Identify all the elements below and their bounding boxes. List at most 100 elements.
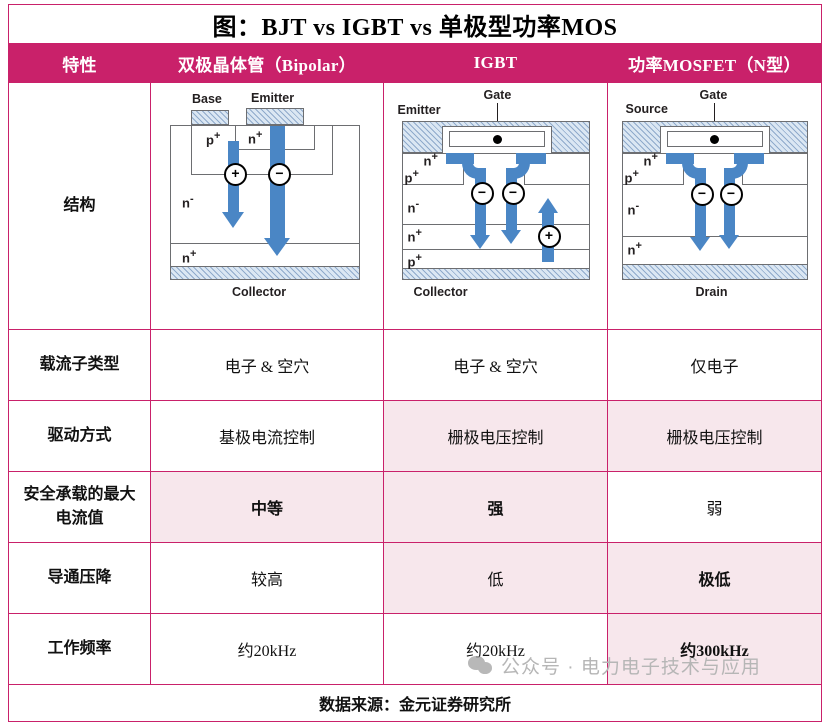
igbt-n-plus-buffer-line — [401, 224, 590, 225]
bjt-diagram: Base Emitter — [162, 88, 372, 324]
mosfet-carrier-electron-right: − — [719, 183, 743, 206]
cell-on-voltage-bjt: 较高 — [150, 542, 384, 614]
igbt-collector-metal — [401, 268, 590, 280]
row-label-frequency: 工作频率 — [8, 613, 151, 685]
mosfet-electron-arrow-left-head — [689, 237, 710, 251]
row-label-max-current-line2: 电流值 — [55, 510, 104, 527]
header-cell-bipolar: 双极晶体管（Bipolar） — [150, 43, 384, 83]
igbt-label-emitter: Emitter — [397, 103, 441, 117]
igbt-label-gate: Gate — [483, 88, 512, 102]
bjt-label-emitter: Emitter — [251, 91, 295, 105]
mosfet-n-plus-substrate-line — [621, 236, 808, 237]
cell-on-voltage-mosfet: 极低 — [606, 542, 823, 614]
igbt-channel-left-bend — [461, 153, 486, 179]
figure-root: 图：BJT vs IGBT vs 单极型功率MOS 特性 双极晶体管（Bipol… — [7, 4, 823, 722]
table-row-drive-mode: 驱动方式 基极电流控制 栅极电压控制 栅极电压控制 — [8, 400, 823, 472]
cell-on-voltage-igbt: 低 — [383, 542, 608, 614]
header-cell-mosfet: 功率MOSFET（N型） — [606, 43, 823, 83]
table-row-max-current: 安全承载的最大 电流值 中等 强 弱 — [8, 471, 823, 543]
mosfet-gate-lead — [713, 103, 715, 136]
mosfet-diagram: Gate Source — [615, 88, 814, 324]
table-row-frequency: 工作频率 约20kHz 约20kHz 约300kHz — [8, 613, 823, 685]
mosfet-label-gate: Gate — [699, 88, 728, 102]
cell-frequency-igbt: 约20kHz — [383, 613, 608, 685]
header-cell-property: 特性 — [8, 43, 151, 83]
igbt-label-collector: Collector — [413, 285, 468, 299]
cell-drive-mode-bjt: 基极电流控制 — [150, 400, 384, 472]
cell-frequency-bjt: 约20kHz — [150, 613, 384, 685]
header-cell-igbt: IGBT — [383, 43, 608, 83]
mosfet-channel-right-horizontal — [733, 153, 764, 164]
cell-drive-mode-igbt: 栅极电压控制 — [383, 400, 608, 472]
row-label-structure: 结构 — [8, 82, 151, 330]
bjt-region-label-n-plus-bottom: n+ — [182, 248, 197, 266]
igbt-region-label-p-plus: p+ — [404, 168, 419, 186]
row-label-drive-mode: 驱动方式 — [8, 400, 151, 472]
igbt-electron-arrow-right-head — [500, 230, 521, 244]
bjt-hole-arrow-head — [222, 212, 244, 228]
figure-title: 图：BJT vs IGBT vs 单极型功率MOS — [7, 4, 823, 44]
mosfet-channel-right-bend — [723, 153, 748, 179]
cell-max-current-mosfet: 弱 — [606, 471, 823, 543]
cell-frequency-mosfet: 约300kHz — [606, 613, 823, 685]
table-header-row: 特性 双极晶体管（Bipolar） IGBT 功率MOSFET（N型） — [8, 43, 823, 83]
cell-carrier-type-mosfet: 仅电子 — [606, 329, 823, 401]
igbt-diagram: Gate Emitter — [395, 88, 596, 324]
igbt-region-label-n-plus-top: n+ — [423, 151, 438, 169]
igbt-hole-arrow-head — [537, 198, 558, 213]
cell-structure-mosfet: Gate Source — [606, 82, 823, 330]
cell-max-current-bjt: 中等 — [150, 471, 384, 543]
row-label-on-voltage: 导通压降 — [8, 542, 151, 614]
bjt-label-base: Base — [192, 92, 222, 106]
cell-max-current-igbt: 强 — [383, 471, 608, 543]
mosfet-channel-left-bend — [681, 153, 706, 179]
bjt-region-label-n-plus-top: n+ — [248, 129, 263, 147]
igbt-region-label-p-plus-bottom: p+ — [407, 252, 422, 270]
mosfet-gate-contact-dot — [709, 135, 719, 144]
mosfet-label-drain: Drain — [695, 285, 728, 299]
bjt-carrier-hole: + — [224, 163, 247, 186]
mosfet-drain-metal — [621, 264, 808, 280]
comparison-table: 图：BJT vs IGBT vs 单极型功率MOS 特性 双极晶体管（Bipol… — [7, 4, 823, 722]
source-note: 数据来源：金元证券研究所 — [7, 684, 823, 722]
table-row-carrier-type: 载流子类型 电子 & 空穴 电子 & 空穴 仅电子 — [8, 329, 823, 401]
cell-carrier-type-igbt: 电子 & 空穴 — [383, 329, 608, 401]
mosfet-region-label-n-plus-top: n+ — [643, 151, 658, 169]
cell-structure-bjt: Base Emitter — [150, 82, 384, 330]
table-row-source: 数据来源：金元证券研究所 — [7, 684, 823, 722]
mosfet-region-label-n-plus-bottom: n+ — [627, 240, 642, 258]
mosfet-carrier-electron-left: − — [690, 183, 714, 206]
mosfet-region-label-p-plus: p+ — [624, 168, 639, 186]
row-label-max-current: 安全承载的最大 电流值 — [8, 471, 151, 543]
igbt-p-plus-layer-line — [401, 249, 590, 250]
mosfet-label-source: Source — [625, 102, 668, 116]
cell-carrier-type-bjt: 电子 & 空穴 — [150, 329, 384, 401]
igbt-gate-lead — [496, 103, 498, 136]
bjt-collector-contact — [170, 266, 360, 280]
mosfet-region-label-n-minus: n- — [627, 200, 640, 218]
row-label-carrier-type: 载流子类型 — [8, 329, 151, 401]
row-label-max-current-line1: 安全承载的最大 — [23, 486, 136, 503]
igbt-carrier-electron-left: − — [470, 182, 494, 205]
mosfet-electron-arrow-right-head — [718, 235, 739, 249]
igbt-region-label-n-minus: n- — [407, 198, 420, 216]
igbt-channel-right-bend — [505, 153, 530, 179]
igbt-gate-contact-dot — [492, 135, 502, 144]
cell-structure-igbt: Gate Emitter — [383, 82, 608, 330]
mosfet-channel-left-horizontal — [665, 153, 694, 164]
bjt-region-label-n-minus: n- — [182, 193, 194, 211]
title-row: 图：BJT vs IGBT vs 单极型功率MOS — [7, 4, 823, 44]
bjt-region-label-p-plus: p+ — [206, 130, 221, 148]
bjt-carrier-electron: − — [268, 163, 291, 186]
igbt-region-label-n-plus-buffer: n+ — [407, 227, 422, 245]
bjt-base-contact — [191, 110, 229, 125]
igbt-channel-right-horizontal — [515, 153, 546, 164]
table-row-on-voltage: 导通压降 较高 低 极低 — [8, 542, 823, 614]
bjt-emitter-contact — [246, 108, 304, 125]
bjt-electron-arrow-head — [264, 238, 290, 256]
igbt-electron-arrow-left-head — [469, 235, 490, 249]
cell-drive-mode-mosfet: 栅极电压控制 — [606, 400, 823, 472]
table-row-structure: 结构 Base Emitter — [8, 82, 823, 330]
igbt-carrier-hole: + — [537, 225, 561, 248]
bjt-label-collector: Collector — [232, 285, 287, 299]
